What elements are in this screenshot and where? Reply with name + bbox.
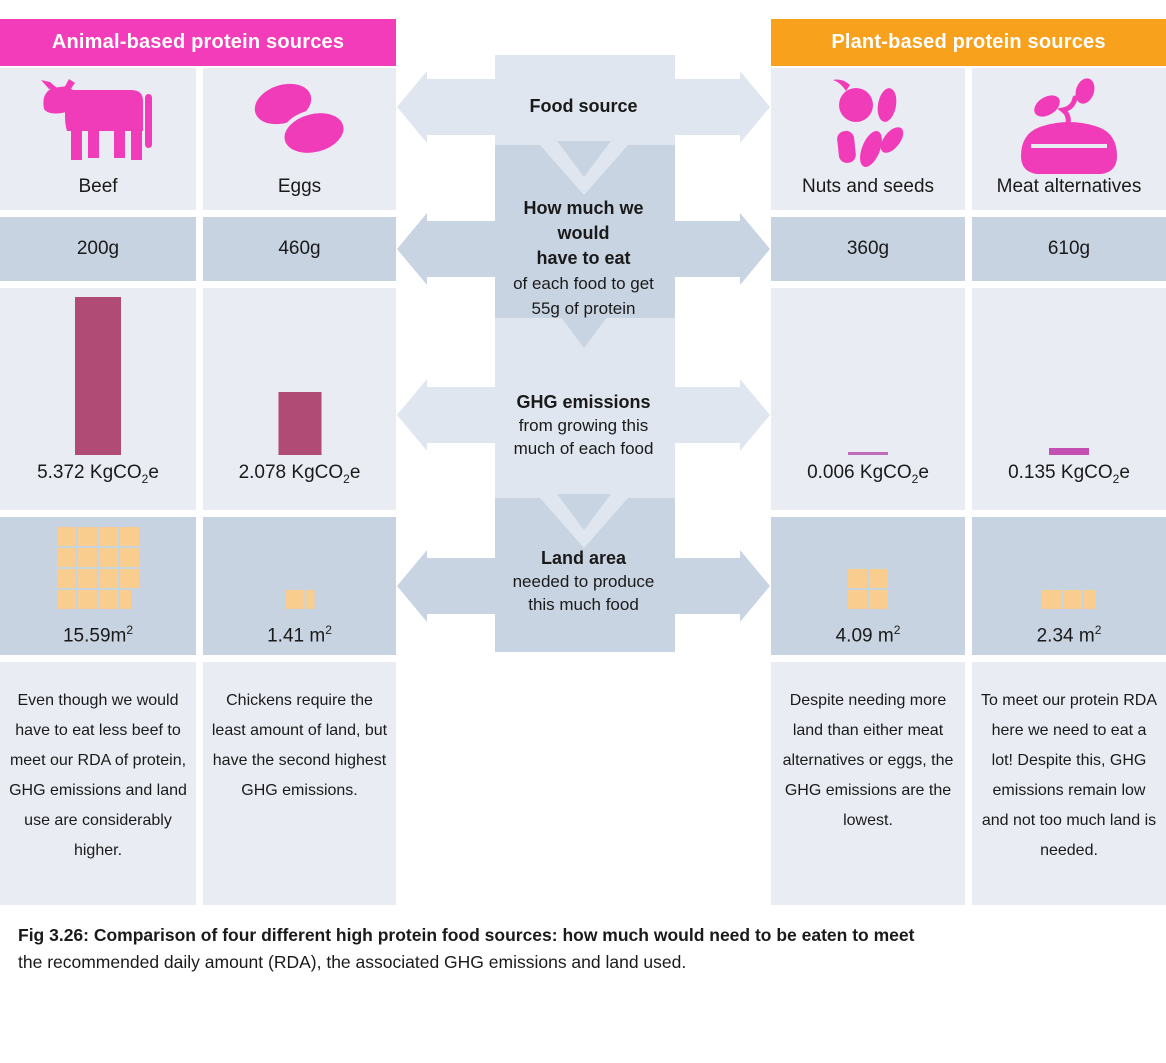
down-arrow-icon bbox=[557, 141, 611, 177]
beef-icon-cell: Beef bbox=[0, 68, 196, 210]
meat-alt-ghg-value: 0.135 KgCO2e bbox=[1008, 462, 1130, 486]
right-arrow-icon bbox=[740, 550, 770, 622]
meat-alt-amount-cell: 610g bbox=[972, 217, 1166, 281]
flow-label-food-source: Food source bbox=[529, 96, 638, 116]
food-label-meat-alt: Meat alternatives bbox=[996, 176, 1142, 197]
eggs-icon-cell: Eggs bbox=[203, 68, 396, 210]
caption-line-1: Fig 3.26: Comparison of four different h… bbox=[18, 925, 915, 945]
nuts-land-squares bbox=[848, 569, 888, 609]
eggs-land-value: 1.41 m2 bbox=[267, 622, 332, 646]
beef-ghg-bar bbox=[75, 297, 121, 455]
left-arrow-icon bbox=[397, 71, 427, 143]
eggs-land-cell: 1.41 m2 bbox=[203, 517, 396, 655]
nuts-land-value: 4.09 m2 bbox=[835, 622, 901, 646]
meat-alt-description-cell: To meet our protein RDA here we need to … bbox=[972, 662, 1166, 905]
meat-alt-amount: 610g bbox=[1047, 238, 1091, 259]
how-much-arrow-body bbox=[425, 221, 742, 277]
animal-header-bar: Animal-based protein sources bbox=[0, 19, 396, 66]
beef-land-cell: 15.59m2 bbox=[0, 517, 196, 655]
beef-description-cell: Even though we would have to eat less be… bbox=[0, 662, 196, 905]
animal-header-label: Animal-based protein sources bbox=[51, 31, 345, 53]
beef-land-value: 15.59m2 bbox=[62, 622, 134, 646]
eggs-land-squares bbox=[285, 590, 314, 609]
food-label-eggs: Eggs bbox=[277, 176, 322, 197]
food-source-arrow-body bbox=[425, 79, 742, 135]
meat-alt-land-squares bbox=[1042, 590, 1096, 609]
meat-alt-ghg-bar bbox=[1049, 448, 1089, 455]
nuts-amount-cell: 360g bbox=[771, 217, 965, 281]
right-arrow-icon bbox=[740, 71, 770, 143]
nuts-seeds-icon bbox=[771, 78, 965, 181]
flow-label-how-much: How much we would have to eat of each fo… bbox=[513, 198, 654, 318]
eggs-description: Chickens require the least amount of lan… bbox=[211, 692, 388, 799]
ghg-arrow-body bbox=[425, 387, 742, 443]
beef-land-squares bbox=[57, 527, 139, 609]
beef-ghg-value: 5.372 KgCO2e bbox=[37, 462, 159, 486]
meat-alternative-icon bbox=[972, 78, 1166, 181]
caption-line-2: the recommended daily amount (RDA), the … bbox=[18, 952, 687, 972]
beef-amount: 200g bbox=[76, 238, 120, 259]
plant-header-label: Plant-based protein sources bbox=[831, 31, 1106, 53]
eggs-ghg-bar bbox=[278, 392, 321, 455]
cow-icon bbox=[0, 78, 196, 171]
nuts-icon-cell: Nuts and seeds bbox=[771, 68, 965, 210]
flow-label-ghg: GHG emissions from growing this much of … bbox=[513, 392, 654, 458]
eggs-icon bbox=[203, 78, 396, 169]
nuts-description: Despite needing more land than either me… bbox=[782, 692, 954, 829]
nuts-amount: 360g bbox=[846, 238, 890, 259]
flow-arrow-column: Food source How much we would have to ea… bbox=[397, 0, 770, 662]
eggs-ghg-value: 2.078 KgCO2e bbox=[238, 462, 361, 486]
land-arrow-body bbox=[425, 558, 742, 614]
figure-caption: Fig 3.26: Comparison of four different h… bbox=[18, 922, 1148, 976]
down-arrow-icon bbox=[557, 494, 611, 530]
meat-alt-land-cell: 2.34 m2 bbox=[972, 517, 1166, 655]
nuts-ghg-value: 0.006 KgCO2e bbox=[807, 462, 929, 486]
meat-alt-icon-cell: Meat alternatives bbox=[972, 68, 1166, 210]
left-arrow-icon bbox=[397, 379, 427, 451]
beef-description: Even though we would have to eat less be… bbox=[9, 692, 187, 859]
down-arrow-icon bbox=[557, 312, 611, 348]
meat-alt-ghg-cell: 0.135 KgCO2e bbox=[972, 288, 1166, 510]
eggs-ghg-cell: 2.078 KgCO2e bbox=[203, 288, 396, 510]
eggs-amount: 460g bbox=[278, 238, 321, 259]
food-label-beef: Beef bbox=[78, 176, 118, 197]
nuts-ghg-bar bbox=[848, 452, 888, 455]
beef-ghg-cell: 5.372 KgCO2e bbox=[0, 288, 196, 510]
nuts-ghg-cell: 0.006 KgCO2e bbox=[771, 288, 965, 510]
left-arrow-icon bbox=[397, 213, 427, 285]
nuts-description-cell: Despite needing more land than either me… bbox=[771, 662, 965, 905]
plant-header-bar: Plant-based protein sources bbox=[771, 19, 1166, 66]
right-arrow-icon bbox=[740, 379, 770, 451]
left-arrow-icon bbox=[397, 550, 427, 622]
nuts-land-cell: 4.09 m2 bbox=[771, 517, 965, 655]
flow-label-land: Land area needed to produce this much fo… bbox=[512, 548, 655, 614]
eggs-description-cell: Chickens require the least amount of lan… bbox=[203, 662, 396, 905]
beef-amount-cell: 200g bbox=[0, 217, 196, 281]
right-arrow-icon bbox=[740, 213, 770, 285]
food-label-nuts: Nuts and seeds bbox=[801, 176, 935, 197]
meat-alt-description: To meet our protein RDA here we need to … bbox=[980, 692, 1158, 859]
eggs-amount-cell: 460g bbox=[203, 217, 396, 281]
meat-alt-land-value: 2.34 m2 bbox=[1036, 622, 1102, 646]
